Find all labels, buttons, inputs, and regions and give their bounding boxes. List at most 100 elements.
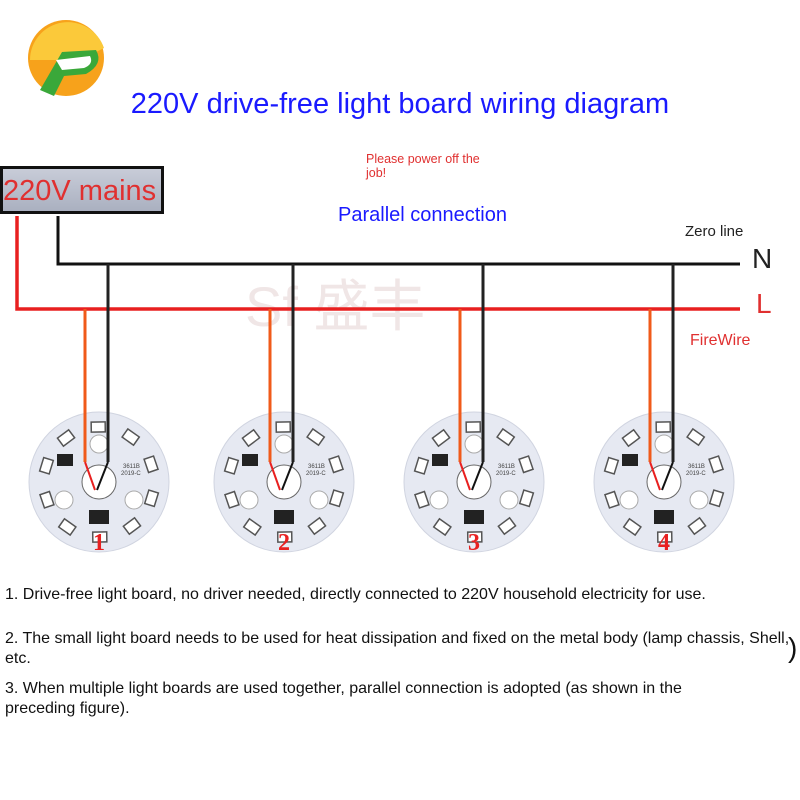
- led-chip: [708, 455, 725, 474]
- note-3: 3. When multiple light boards are used t…: [5, 680, 682, 717]
- led-chip: [656, 531, 673, 543]
- led-chip: [497, 516, 517, 536]
- led-chip: [431, 428, 451, 448]
- live-feed-wire: [15, 216, 740, 311]
- connection-type-label: Parallel connection: [338, 204, 507, 226]
- led-chip: [38, 490, 55, 509]
- mount-hole: [654, 434, 674, 454]
- mount-hole: [619, 490, 639, 510]
- rectifier-chip: [432, 454, 448, 466]
- mains-label: 220V mains: [3, 175, 157, 207]
- live-lead: [269, 461, 281, 491]
- zero-line-label: Zero line: [685, 223, 744, 240]
- watermark: Sf 盛丰: [245, 275, 426, 338]
- board-model: 3611B: [498, 464, 515, 470]
- live-symbol: L: [756, 288, 772, 319]
- led-chip: [276, 531, 293, 543]
- page-title: 220V drive-free light board wiring diagr…: [130, 88, 670, 120]
- mount-hole: [499, 490, 519, 510]
- neutral-lead: [661, 461, 674, 491]
- neutral-lead: [471, 461, 484, 491]
- live-lead: [459, 461, 471, 491]
- board-date: 2019-C: [496, 471, 516, 477]
- led-chip: [223, 456, 240, 475]
- led-chip: [622, 517, 642, 537]
- board-model: 3611B: [688, 464, 705, 470]
- led-chip: [686, 427, 706, 447]
- led-chip: [223, 490, 240, 509]
- center-hole: [266, 464, 302, 500]
- board-model: 3611B: [308, 464, 325, 470]
- led-chip: [413, 456, 430, 475]
- neutral-lead: [96, 461, 109, 491]
- note-1: 1. Drive-free light board, no driver nee…: [5, 586, 706, 603]
- led-chip: [328, 489, 345, 508]
- live-lead: [84, 461, 96, 491]
- board-number: 3: [468, 530, 480, 556]
- board-date: 2019-C: [121, 471, 141, 477]
- led-chip: [687, 516, 707, 536]
- led-chip: [122, 516, 142, 536]
- led-chip: [413, 490, 430, 509]
- warning-text: Please power off the job!: [366, 152, 480, 180]
- mains-box: 220V mains: [0, 166, 164, 214]
- led-chip: [56, 428, 76, 448]
- board-date: 2019-C: [686, 471, 706, 477]
- led-chip: [307, 516, 327, 536]
- mount-hole: [689, 490, 709, 510]
- mount-hole: [54, 490, 74, 510]
- led-chip: [603, 456, 620, 475]
- neutral-feed-wire: [56, 216, 740, 266]
- led-chip: [466, 531, 483, 543]
- led-chip: [275, 421, 292, 433]
- driver-ic: [274, 510, 294, 524]
- driver-ic: [464, 510, 484, 524]
- mount-hole: [239, 490, 259, 510]
- led-chip: [496, 427, 516, 447]
- rectifier-chip: [242, 454, 258, 466]
- center-hole: [646, 464, 682, 500]
- mount-hole: [124, 490, 144, 510]
- center-hole: [81, 464, 117, 500]
- driver-ic: [89, 510, 109, 524]
- live-lead: [649, 461, 661, 491]
- led-chip: [143, 489, 160, 508]
- led-chip: [432, 517, 452, 537]
- led-chip: [57, 517, 77, 537]
- led-chip: [621, 428, 641, 448]
- led-chip: [143, 455, 160, 474]
- center-hole: [456, 464, 492, 500]
- board-number: 2: [278, 530, 290, 556]
- led-chip: [518, 455, 535, 474]
- board-model: 3611B: [123, 464, 140, 470]
- trailing-paren: ): [788, 632, 798, 663]
- led-chip: [328, 455, 345, 474]
- live-wire-label: FireWire: [690, 332, 751, 349]
- led-chip: [655, 421, 672, 433]
- led-chip: [38, 456, 55, 475]
- neutral-lead: [281, 461, 294, 491]
- mount-hole: [274, 434, 294, 454]
- led-chip: [518, 489, 535, 508]
- board-number: 4: [658, 530, 670, 556]
- board-date: 2019-C: [306, 471, 326, 477]
- led-chip: [121, 427, 141, 447]
- board-number: 1: [93, 530, 105, 556]
- note-2: 2. The small light board needs to be use…: [5, 630, 790, 667]
- led-chip: [465, 421, 482, 433]
- mount-hole: [89, 434, 109, 454]
- led-chip: [241, 428, 261, 448]
- mount-hole: [429, 490, 449, 510]
- mount-hole: [464, 434, 484, 454]
- led-chip: [708, 489, 725, 508]
- rectifier-chip: [622, 454, 638, 466]
- led-chip: [306, 427, 326, 447]
- led-chip: [90, 421, 107, 433]
- driver-ic: [654, 510, 674, 524]
- mount-hole: [309, 490, 329, 510]
